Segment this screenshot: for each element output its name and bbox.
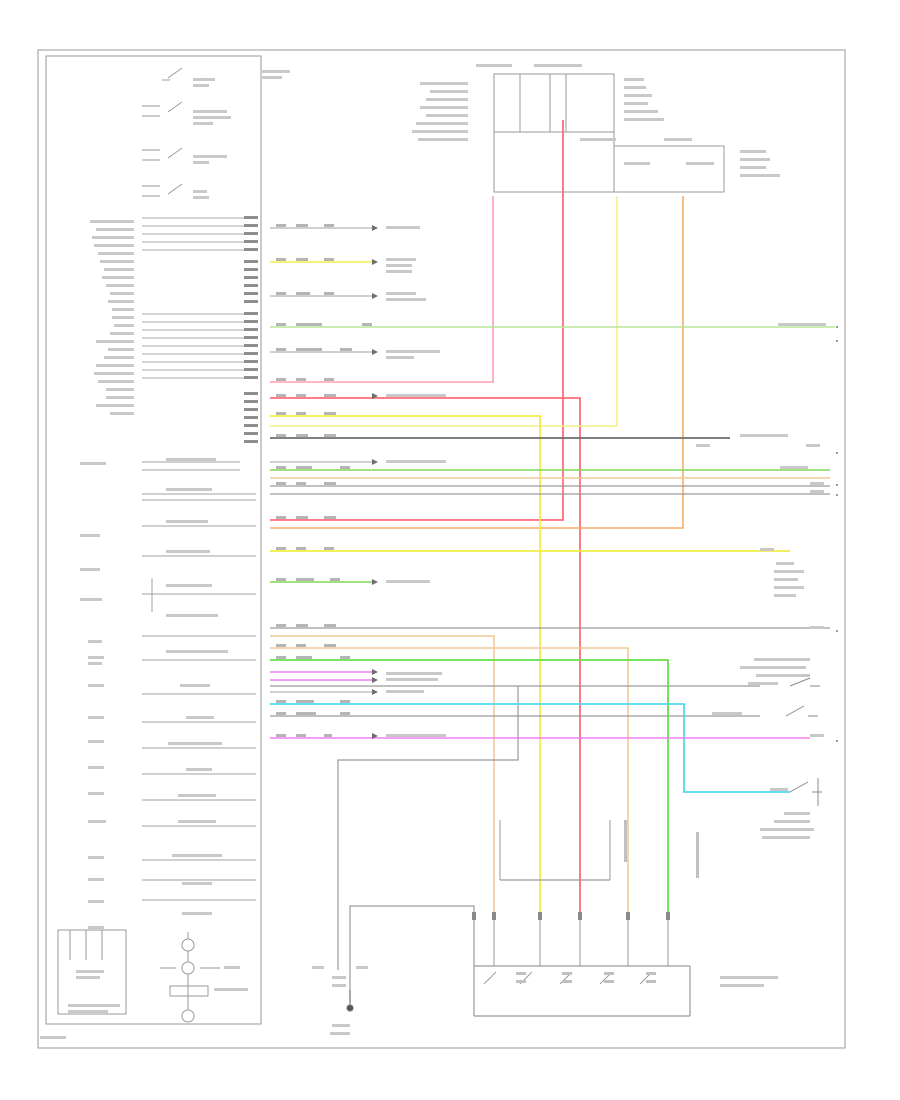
wire-orange	[270, 196, 684, 529]
connector-arrows	[372, 225, 378, 739]
cluster-pin-labels	[90, 220, 134, 415]
bottom-relay-block	[483, 820, 669, 985]
wire-gray-misc	[270, 485, 830, 1017]
instrument-cluster-box	[45, 55, 262, 1025]
right-edge-ticks	[836, 326, 838, 742]
switch-icon	[142, 67, 183, 197]
wire-red-main	[270, 120, 581, 915]
wire-pink-main	[270, 196, 494, 383]
wire-labels	[276, 224, 372, 737]
cluster-pin-leaders	[142, 217, 258, 379]
bottom-connector-pins	[472, 912, 670, 920]
wire-lime	[270, 659, 669, 915]
wire-short-leads	[270, 227, 375, 693]
destination-labels	[312, 226, 826, 1035]
wire-tan	[270, 477, 830, 915]
wire-magenta	[270, 671, 810, 739]
diagram-frame	[37, 49, 846, 1049]
wire-light-yellow	[270, 196, 618, 427]
cluster-module-labels	[80, 458, 228, 929]
wire-yellow-main	[270, 415, 790, 915]
module-blocks-top	[493, 73, 725, 193]
wire-green	[270, 469, 830, 583]
wire-cyan	[270, 703, 790, 793]
module-labels-top	[412, 64, 780, 177]
connector-icon	[244, 216, 258, 443]
cluster-module-rows	[142, 461, 256, 901]
switch-labels	[193, 70, 290, 199]
module-box-lower-left	[57, 929, 127, 1015]
ground-icon	[346, 990, 354, 1012]
switch-icon-right	[785, 677, 822, 806]
indicator-lamp-icon	[160, 932, 220, 1023]
